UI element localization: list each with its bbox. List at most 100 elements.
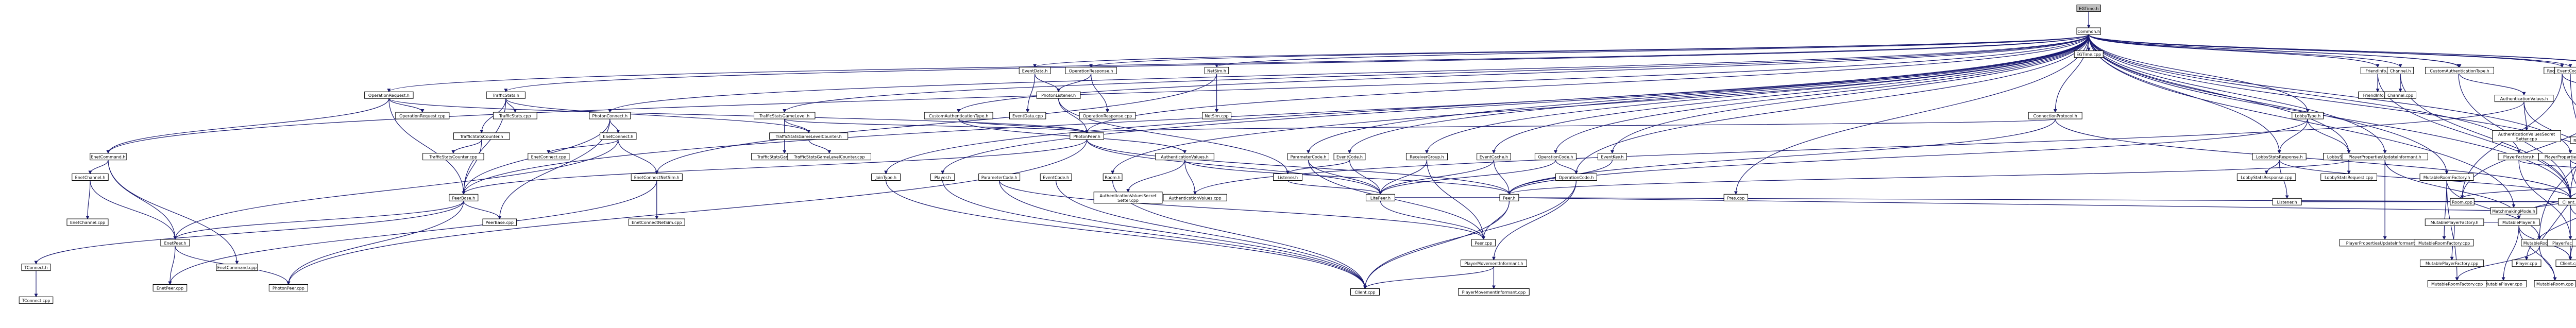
node-eventkey-h[interactable]: EventKey.h bbox=[1597, 153, 1627, 161]
node-enetpeer-cpp[interactable]: EnetPeer.cpp bbox=[152, 284, 188, 291]
node-trafficstatscounter-h[interactable]: TrafficStatsCounter.h bbox=[453, 132, 510, 140]
node-player-h-2[interactable]: Player.h bbox=[930, 173, 955, 181]
node-connectionprotocol-h[interactable]: ConnectionProtocol.h bbox=[2028, 112, 2082, 119]
node-mutableroomfactory-h[interactable]: MutableRoomFactory.h bbox=[2419, 173, 2474, 181]
node-photonpeer-h[interactable]: PhotonPeer.h bbox=[1070, 132, 1104, 140]
node-playerfactory-cpp[interactable]: PlayerFactory.cpp bbox=[2547, 239, 2576, 247]
node-playerfactory-h[interactable]: PlayerFactory.h bbox=[2498, 153, 2540, 161]
node-matchmakingmode-h[interactable]: MatchmakingMode.h bbox=[2490, 207, 2537, 215]
node-trafficstats-cpp[interactable]: TrafficStats.cpp bbox=[493, 112, 537, 119]
node-egtime-h[interactable]: EGTime.h bbox=[2076, 4, 2101, 12]
node-box bbox=[2425, 66, 2494, 74]
node-eventconnect-h[interactable]: EnetConnect.h bbox=[600, 132, 637, 140]
node-operationcode-h-2[interactable]: OperationCode.h bbox=[1555, 173, 1597, 181]
node-traffic-stats-h[interactable]: TrafficStats.h bbox=[486, 91, 526, 99]
node-box bbox=[160, 239, 190, 247]
node-client-h[interactable]: Client.h bbox=[2558, 198, 2576, 205]
node-enetchannel-cpp[interactable]: EnetChannel.cpp bbox=[66, 218, 109, 226]
node-mutableroomfactory-cpp-2[interactable]: MutableRoomFactory.cpp bbox=[2427, 280, 2487, 288]
node-client-cpp-3[interactable]: Client.cpp bbox=[1350, 288, 1380, 296]
node-playermovementinformant-cpp[interactable]: PlayerMovementInformant.cpp bbox=[1458, 288, 1530, 296]
node-label: NetSim.cpp bbox=[1205, 114, 1228, 118]
node-enetconnect-cpp[interactable]: EnetConnect.cpp bbox=[528, 153, 570, 161]
node-lobbystatsresponse-cpp[interactable]: LobbyStatsResponse.cpp bbox=[2236, 173, 2296, 181]
node-litepeer-h[interactable]: LitePeer.h bbox=[1365, 194, 1395, 201]
node-receivergroup-h[interactable]: ReceiverGroup.h bbox=[1405, 153, 1448, 161]
node-enetcommand-cpp[interactable]: EnetCommand.cpp bbox=[216, 264, 258, 271]
node-trafficstatsgamelevelcounter-h[interactable]: TrafficStatsGameLevelCounter.h bbox=[769, 132, 849, 140]
node-playerpropertiescacher-cpp[interactable]: PlayerPropertiesCacher.cpp bbox=[2572, 239, 2576, 247]
node-label: MutableRoom.cpp bbox=[2536, 282, 2573, 287]
node-peer-cpp[interactable]: Peer.cpp bbox=[1471, 239, 1496, 247]
node-netsim-cpp[interactable]: NetSim.cpp bbox=[1202, 112, 1232, 119]
node-enetpeer-h[interactable]: EnetPeer.h bbox=[160, 239, 190, 247]
node-mutableplayer-cpp[interactable]: MutablePlayer.cpp bbox=[2480, 280, 2527, 288]
node-eventcode-h[interactable]: EventCode.h bbox=[2554, 66, 2576, 74]
node-box bbox=[1163, 194, 1227, 201]
node-enetconnectnetsim-cpp[interactable]: EnetConnectNetSim.cpp bbox=[628, 218, 685, 226]
node-listener-h-2[interactable]: Listener.h bbox=[2272, 198, 2302, 205]
node-tconnect-h[interactable]: TConnect.h bbox=[21, 264, 51, 271]
node-enetcommand-h[interactable]: EnetCommand.h bbox=[90, 153, 127, 161]
node-authenticationvalues-cpp[interactable]: AuthenticationValues.cpp bbox=[1163, 194, 1227, 201]
node-operationresponse-h[interactable]: OperationResponse.h bbox=[1065, 66, 1117, 74]
node-customauthenticationtype-h-2[interactable]: CustomAuthenticationType.h bbox=[2425, 66, 2494, 74]
node-peerbase-cpp[interactable]: PeerBase.cpp bbox=[482, 218, 517, 226]
node-lobbystatsresponse-h[interactable]: LobbyStatsResponse.h bbox=[2252, 153, 2307, 161]
node-channel-h[interactable]: Channel.h bbox=[2386, 66, 2414, 74]
node-mutableplayerfactory-cpp[interactable]: MutablePlayerFactory.cpp bbox=[2419, 260, 2484, 267]
edge-trafficstatsgamelevelcounter-h-to-trafficstatsgamelevelcounter-cpp bbox=[808, 139, 832, 154]
node-eventdata-h[interactable]: EventData.h bbox=[1019, 66, 1051, 74]
node-listener-h[interactable]: Listener.h bbox=[1273, 173, 1303, 181]
node-photonpeer-cpp[interactable]: PhotonPeer.cpp bbox=[268, 284, 308, 291]
node-mutableplayer-h[interactable]: MutablePlayer.h bbox=[2498, 218, 2540, 226]
node-player-cpp[interactable]: Player.cpp bbox=[2512, 260, 2541, 267]
node-peerbase-h[interactable]: PeerBase.h bbox=[449, 194, 479, 201]
node-mutableplayerfactory-h[interactable]: MutablePlayerFactory.h bbox=[2425, 218, 2484, 226]
node-client-cpp[interactable]: Client.cpp bbox=[2555, 260, 2576, 267]
node-parametercode-h-2[interactable]: ParameterCode.h bbox=[1287, 153, 1330, 161]
node-playerpropertiesupdateinformant-h[interactable]: PlayerPropertiesUpdateInformant.h bbox=[2342, 153, 2428, 161]
node-eventdata-cpp[interactable]: EventData.cpp bbox=[1009, 112, 1046, 119]
node-authenticationvalues-h[interactable]: AuthenticationValues.h bbox=[2494, 95, 2554, 102]
node-enetconnectnetsim-h[interactable]: EnetConnectNetSim.h bbox=[631, 173, 683, 181]
node-channel-cpp[interactable]: Channel.cpp bbox=[2384, 91, 2416, 99]
node-playerpropertiescacher-h[interactable]: PlayerPropertiesCacher.h bbox=[2538, 153, 2576, 161]
node-tconnect-cpp[interactable]: TConnect.cpp bbox=[19, 296, 54, 304]
node-peer-h[interactable]: Peer.h bbox=[1499, 194, 1519, 201]
node-label: LitePeer.h bbox=[1370, 196, 1391, 200]
node-netsim-h[interactable]: NetSim.h bbox=[1204, 66, 1229, 74]
node-room-h-2[interactable]: Room.h bbox=[1103, 173, 1123, 181]
node-eventcode-h-2[interactable]: EventCode.h bbox=[1333, 153, 1366, 161]
node-trafficstatsgamelevelcounter-cpp[interactable]: TrafficStatsGameLevelCounter.cpp bbox=[787, 153, 871, 161]
node-playermovementinformant-h[interactable]: PlayerMovementInformant.h bbox=[1460, 260, 1527, 267]
node-operationcode-h[interactable]: OperationCode.h bbox=[1534, 153, 1577, 161]
node-room-cpp[interactable]: Room.cpp bbox=[2450, 198, 2475, 205]
node-common-h[interactable]: Common.h bbox=[2076, 27, 2101, 35]
node-photon-connect-h[interactable]: PhotonConnect.h bbox=[589, 112, 631, 119]
node-operationrequest-cpp[interactable]: OperationRequest.cpp bbox=[395, 112, 450, 119]
node-label: EnetConnect.h bbox=[603, 134, 633, 139]
node-box bbox=[1155, 153, 1214, 161]
node-eventcode-h-3[interactable]: EventCode.h bbox=[1040, 173, 1072, 181]
node-enetchannel-h[interactable]: EnetChannel.h bbox=[72, 173, 109, 181]
node-mutableroomfactory-cpp[interactable]: MutableRoomFactory.cpp bbox=[2414, 239, 2474, 247]
node-photonlistener-h[interactable]: PhotonListener.h bbox=[1036, 91, 1081, 99]
node-eventcache-h[interactable]: EventCache.h bbox=[1477, 153, 1511, 161]
node-lobbystatsrequest-cpp[interactable]: LobbyStatsRequest.cpp bbox=[2320, 173, 2378, 181]
node-roomfactory-cpp[interactable]: RoomFactory.cpp bbox=[2570, 136, 2576, 144]
node-jointype-h[interactable]: JoinType.h bbox=[871, 173, 901, 181]
node-authenticationvalues-h-2[interactable]: AuthenticationValues.h bbox=[1155, 153, 1214, 161]
node-operationresponse-cpp[interactable]: OperationResponse.cpp bbox=[1079, 112, 1136, 119]
node-lobbytype-h[interactable]: LobbyType.h bbox=[2292, 112, 2324, 119]
node-pres-cpp[interactable]: Pres.cpp bbox=[1723, 194, 1749, 201]
node-operationrequest-h[interactable]: OperationRequest.h bbox=[364, 91, 414, 99]
node-customauthenticationtype-h[interactable]: CustomAuthenticationType.h bbox=[924, 112, 993, 119]
node-trafficstatscounter-cpp[interactable]: TrafficStatsCounter.cpp bbox=[422, 153, 484, 161]
node-egtime-cpp[interactable]: EGTime.cpp bbox=[2074, 50, 2104, 58]
node-parametercode-h-3[interactable]: ParameterCode.h bbox=[978, 173, 1021, 181]
node-trafficstatsgamelevel-h[interactable]: TrafficStatsGameLevel.h bbox=[754, 112, 816, 119]
node-mutableroom-cpp[interactable]: MutableRoom.cpp bbox=[2534, 280, 2576, 288]
